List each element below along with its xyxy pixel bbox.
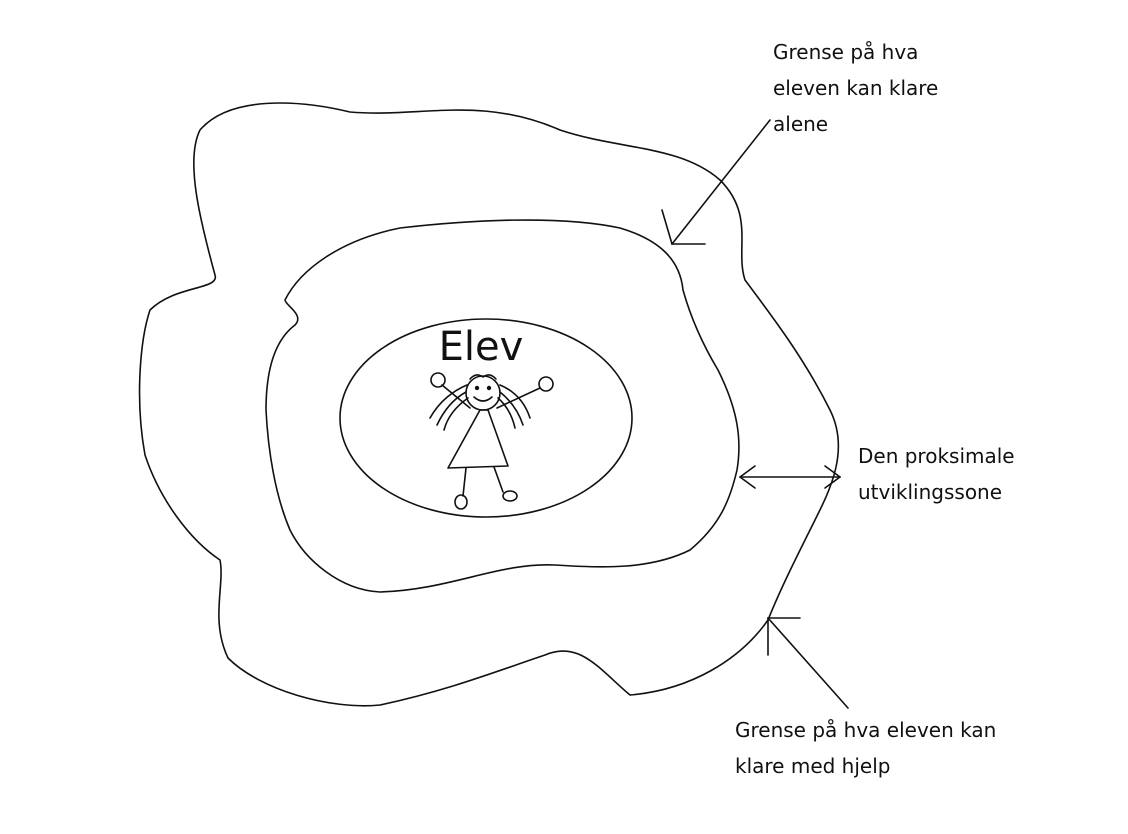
student-label: Elev [439, 324, 524, 370]
inner-boundary-arrow [661, 119, 771, 245]
student-figure [429, 372, 554, 510]
zone-arrow [739, 465, 841, 489]
zone-label: Den proksimale utviklingssone [858, 444, 1015, 504]
inner-boundary [265, 219, 740, 593]
student-circle [339, 318, 633, 518]
outer-boundary-label: Grense på hva eleven kan klare med hjelp [735, 718, 997, 778]
outer-boundary [138, 102, 840, 707]
outer-boundary-arrow [767, 617, 849, 709]
inner-boundary-label: Grense på hva eleven kan klare alene [773, 40, 939, 136]
